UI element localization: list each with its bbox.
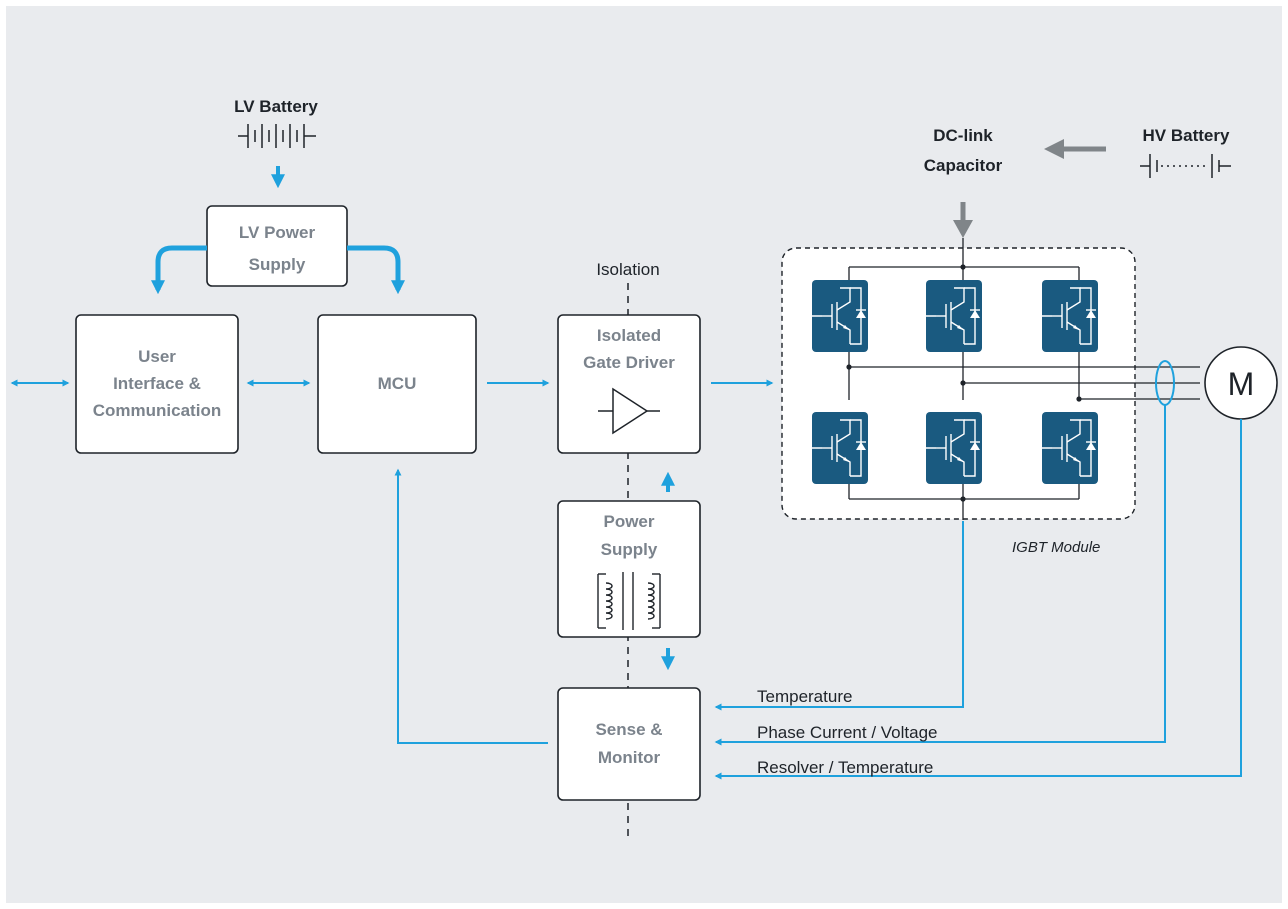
phase-current-signal-label: Phase Current / Voltage: [757, 723, 938, 742]
lv-power-supply-line2: Supply: [249, 255, 306, 274]
dclink-to-igbt-arrow: [953, 202, 973, 238]
gate-driver-line1: Isolated: [597, 326, 661, 345]
hv-to-dclink-arrow: [1044, 139, 1106, 159]
dc-link-label-line1: DC-link: [933, 126, 993, 145]
isolated-gate-driver-block: [557, 314, 701, 454]
sense-monitor-line1: Sense &: [595, 720, 662, 739]
user-interface-block: [75, 314, 239, 454]
user-interface-line3: Communication: [93, 401, 221, 420]
power-supply-line2: Supply: [601, 540, 658, 559]
phase-current-feedback-line: [714, 405, 1166, 746]
lv-power-supply-block: [206, 205, 348, 287]
sense-monitor-block: [557, 687, 701, 801]
isolation-label: Isolation: [596, 260, 659, 279]
lv-power-supply-line1: LV Power: [239, 223, 316, 242]
transformer-icon: [597, 572, 661, 630]
power-supply-block: [557, 500, 701, 638]
hv-battery-symbol-icon: [1140, 154, 1231, 178]
igbt-module-label: IGBT Module: [1012, 539, 1100, 556]
resolver-signal-label: Resolver / Temperature: [757, 758, 933, 777]
lv-battery-label: LV Battery: [234, 97, 318, 116]
user-interface-line1: User: [138, 347, 176, 366]
supply-to-mcu-arrow: [347, 245, 405, 295]
motor-label: M: [1228, 366, 1255, 402]
temperature-signal-label: Temperature: [757, 687, 852, 706]
mcu-block: [317, 314, 477, 454]
buffer-amplifier-icon: [598, 387, 660, 435]
resolver-feedback-line: [714, 419, 1242, 780]
mcu-label: MCU: [378, 374, 417, 393]
sense-monitor-line2: Monitor: [598, 748, 661, 767]
temperature-feedback-line: [714, 521, 964, 711]
dc-link-label-line2: Capacitor: [924, 156, 1003, 175]
user-interface-line2: Interface &: [113, 374, 201, 393]
supply-to-ui-arrow: [151, 245, 207, 295]
lv-battery-symbol-icon: [238, 124, 316, 148]
gate-driver-line2: Gate Driver: [583, 353, 675, 372]
sense-to-mcu-arrow: [394, 468, 548, 744]
hv-battery-label: HV Battery: [1143, 126, 1230, 145]
power-supply-line1: Power: [603, 512, 654, 531]
